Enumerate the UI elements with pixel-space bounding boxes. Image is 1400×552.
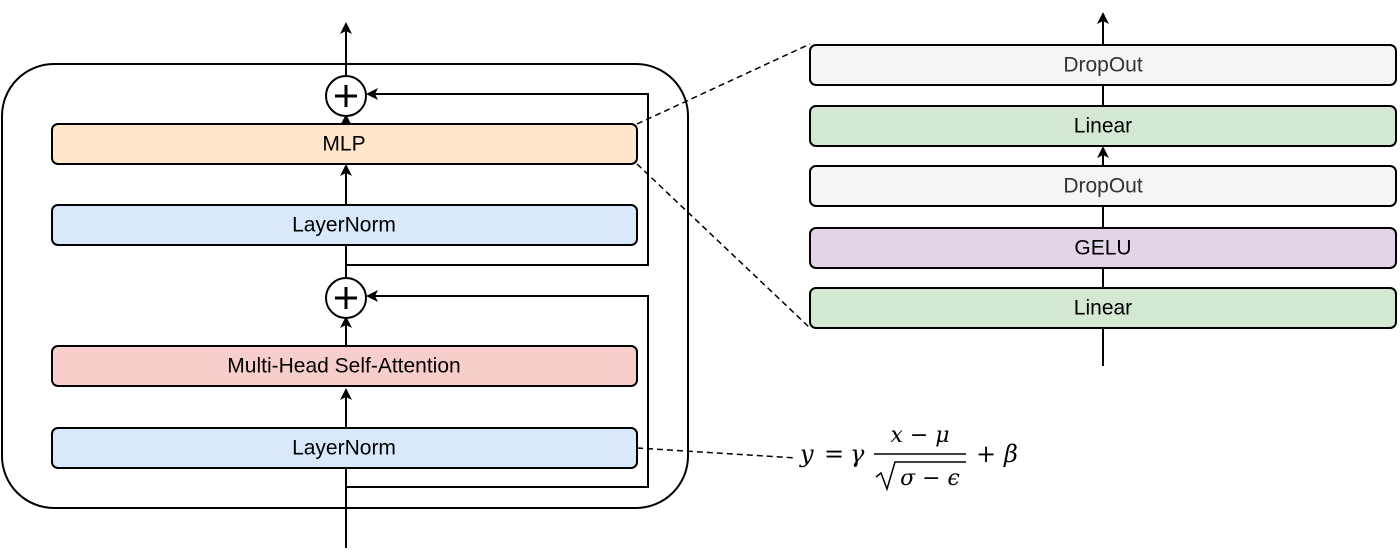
mlp-layer-dropout-top: DropOut	[809, 44, 1397, 86]
mlp-layer-gelu: GELU	[809, 227, 1397, 269]
mlp-box: MLP	[51, 123, 638, 165]
layernorm-bottom-box: LayerNorm	[51, 427, 638, 469]
formula-denominator: σ − ϵ	[900, 466, 960, 491]
layernorm-top-label: LayerNorm	[292, 214, 396, 237]
layernorm-formula: y = γ x − μ σ − ϵ + β	[799, 423, 1018, 492]
mlp-layer-linear-bottom: Linear	[809, 287, 1397, 329]
formula-lhs: y	[799, 440, 814, 468]
mlp-label: MLP	[322, 133, 365, 156]
mlp-layer-label: Linear	[1074, 115, 1132, 138]
mlp-layer-label: GELU	[1074, 237, 1131, 260]
formula-plus: +	[976, 440, 996, 468]
mlp-layer-linear-top: Linear	[809, 105, 1397, 147]
mlp-layer-label: DropOut	[1063, 175, 1143, 198]
add-node-top	[325, 75, 367, 117]
formula-connector	[636, 447, 797, 459]
sqrt-sign	[875, 461, 966, 492]
mlp-layer-dropout-bottom: DropOut	[809, 165, 1397, 207]
formula-gamma: γ	[850, 440, 865, 468]
zoom-connector-top	[636, 43, 811, 125]
layernorm-top-box: LayerNorm	[51, 204, 638, 246]
formula-equals: =	[824, 440, 844, 468]
residual-connection-1	[346, 290, 649, 488]
attention-label: Multi-Head Self-Attention	[227, 355, 460, 378]
formula-beta: β	[1003, 440, 1018, 468]
residual-connection-2	[346, 88, 649, 266]
zoom-connector-bottom	[636, 163, 811, 329]
formula-numerator: x − μ	[890, 423, 949, 448]
layernorm-bottom-label: LayerNorm	[292, 437, 396, 460]
attention-box: Multi-Head Self-Attention	[51, 345, 638, 387]
mlp-layer-label: DropOut	[1063, 54, 1143, 77]
mlp-layer-label: Linear	[1074, 297, 1132, 320]
add-node-bottom	[325, 277, 367, 319]
